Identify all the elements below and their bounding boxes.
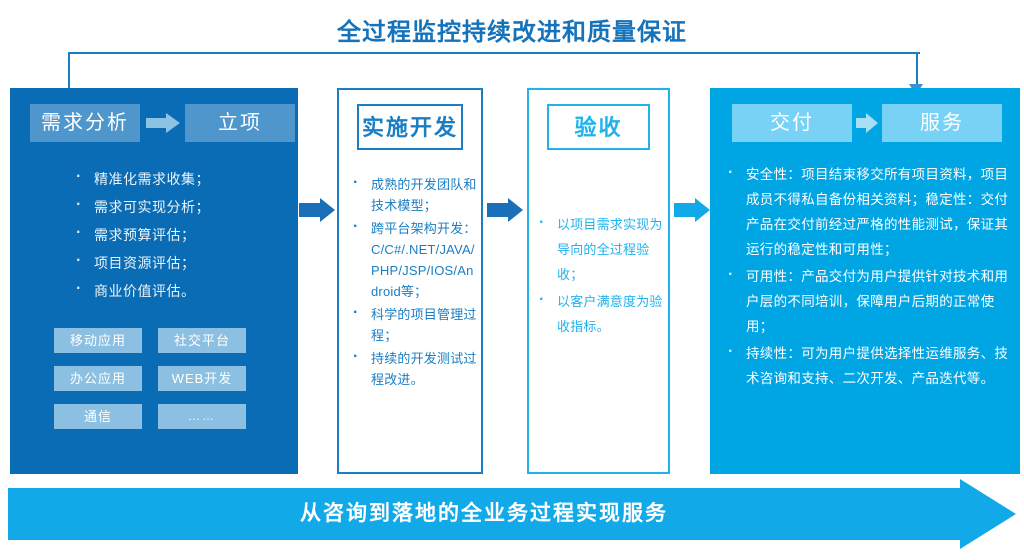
stage-3-bullet-list: 以项目需求实现为导向的全过程验收； 以客户满意度为验收指标。 (531, 210, 669, 339)
stage-panel-development[interactable]: 实施开发 成熟的开发团队和技术模型； 跨平台架构开发：C/C#/.NET/JAV… (337, 88, 483, 474)
stage-3-body: 以项目需求实现为导向的全过程验收； 以客户满意度为验收指标。 (531, 210, 669, 341)
arrow-tail (146, 118, 168, 128)
tag-web-dev[interactable]: WEB开发 (158, 366, 246, 391)
tag-row: 办公应用 WEB开发 (54, 366, 274, 391)
stage-3-header[interactable]: 验收 (547, 104, 650, 150)
stage-1-inline-arrow-icon (146, 113, 180, 133)
arrow-head (166, 113, 180, 133)
banner-arrow-head-icon (960, 479, 1016, 549)
banner-label: 从咨询到落地的全业务过程实现服务 (300, 502, 668, 525)
arrow-tail (487, 203, 509, 217)
stage-1-bullet-list: 精准化需求收集； 需求可实现分析； 需求预算评估； 项目资源评估； 商业价值评估… (68, 164, 288, 304)
list-item: 商业价值评估。 (68, 276, 288, 304)
list-item: 科学的项目管理过程； (345, 302, 479, 346)
stage-4-header-chip-2[interactable]: 服务 (882, 104, 1002, 142)
arrow-tail (856, 118, 870, 128)
stage-1-body: 精准化需求收集； 需求可实现分析； 需求预算评估； 项目资源评估； 商业价值评估… (68, 164, 288, 306)
stage-panel-delivery[interactable]: 交付 服务 安全性：项目结束移交所有项目资料，项目成员不得私自备份相关资料；稳定… (710, 88, 1020, 474)
bracket-left-line (68, 52, 70, 96)
arrow-head (866, 113, 878, 133)
bottom-banner-arrow: 从咨询到落地的全业务过程实现服务 (8, 479, 1016, 549)
stage-2-bullet-list: 成熟的开发团队和技术模型； 跨平台架构开发：C/C#/.NET/JAVA/PHP… (345, 172, 479, 390)
diagram-title: 全过程监控持续改进和质量保证 (337, 19, 687, 46)
stage-4-header-row: 交付 服务 (710, 104, 1020, 144)
stage-1-tag-grid: 移动应用 社交平台 办公应用 WEB开发 通信 …… (54, 328, 274, 442)
arrow-tail (674, 203, 696, 217)
tag-more[interactable]: …… (158, 404, 246, 429)
stage-panel-acceptance[interactable]: 验收 以项目需求实现为导向的全过程验收； 以客户满意度为验收指标。 (527, 88, 670, 474)
connector-arrow-3-4-icon (674, 198, 710, 222)
tag-mobile-app[interactable]: 移动应用 (54, 328, 142, 353)
stage-panels: 需求分析 立项 精准化需求收集； 需求可实现分析； 需求预算评估； 项目资源评估… (0, 88, 1024, 476)
tag-office-app[interactable]: 办公应用 (54, 366, 142, 391)
banner-body (8, 488, 960, 540)
tag-row: 移动应用 社交平台 (54, 328, 274, 353)
connector-arrow-1-2-icon (299, 198, 335, 222)
arrow-tail (299, 203, 321, 217)
arrow-head (695, 198, 710, 222)
list-item: 需求可实现分析； (68, 192, 288, 220)
list-item: 跨平台架构开发：C/C#/.NET/JAVA/PHP/JSP/IOS/Andro… (345, 216, 479, 302)
list-item: 成熟的开发团队和技术模型； (345, 172, 479, 216)
bracket-horizontal-line (68, 52, 920, 54)
list-item: 以客户满意度为验收指标。 (531, 287, 669, 339)
list-item: 安全性：项目结束移交所有项目资料，项目成员不得私自备份相关资料；稳定性：交付产品… (720, 160, 1016, 262)
stage-panel-requirements[interactable]: 需求分析 立项 精准化需求收集； 需求可实现分析； 需求预算评估； 项目资源评估… (10, 88, 298, 474)
list-item: 以项目需求实现为导向的全过程验收； (531, 210, 669, 287)
arrow-head (508, 198, 523, 222)
stage-1-header-chip-1[interactable]: 需求分析 (30, 104, 140, 142)
list-item: 持续性：可为用户提供选择性运维服务、技术咨询和支持、二次开发、产品迭代等。 (720, 339, 1016, 391)
stage-2-body: 成熟的开发团队和技术模型； 跨平台架构开发：C/C#/.NET/JAVA/PHP… (345, 172, 479, 392)
list-item: 持续的开发测试过程改进。 (345, 346, 479, 390)
list-item: 项目资源评估； (68, 248, 288, 276)
list-item: 可用性：产品交付为用户提供针对技术和用户层的不同培训，保障用户后期的正常使用； (720, 262, 1016, 339)
stage-4-bullet-list: 安全性：项目结束移交所有项目资料，项目成员不得私自备份相关资料；稳定性：交付产品… (720, 160, 1016, 391)
arrow-head (320, 198, 335, 222)
stage-1-header-chip-2[interactable]: 立项 (185, 104, 295, 142)
stage-4-header-chip-1[interactable]: 交付 (732, 104, 852, 142)
bracket-right-line (916, 52, 918, 86)
tag-social-platform[interactable]: 社交平台 (158, 328, 246, 353)
connector-arrow-2-3-icon (487, 198, 523, 222)
tag-communication[interactable]: 通信 (54, 404, 142, 429)
list-item: 需求预算评估； (68, 220, 288, 248)
stage-1-header-row: 需求分析 立项 (10, 104, 298, 144)
stage-4-body: 安全性：项目结束移交所有项目资料，项目成员不得私自备份相关资料；稳定性：交付产品… (720, 160, 1016, 393)
tag-row: 通信 …… (54, 404, 274, 429)
stage-4-inline-arrow-icon (856, 113, 878, 133)
stage-2-header[interactable]: 实施开发 (357, 104, 463, 150)
list-item: 精准化需求收集； (68, 164, 288, 192)
